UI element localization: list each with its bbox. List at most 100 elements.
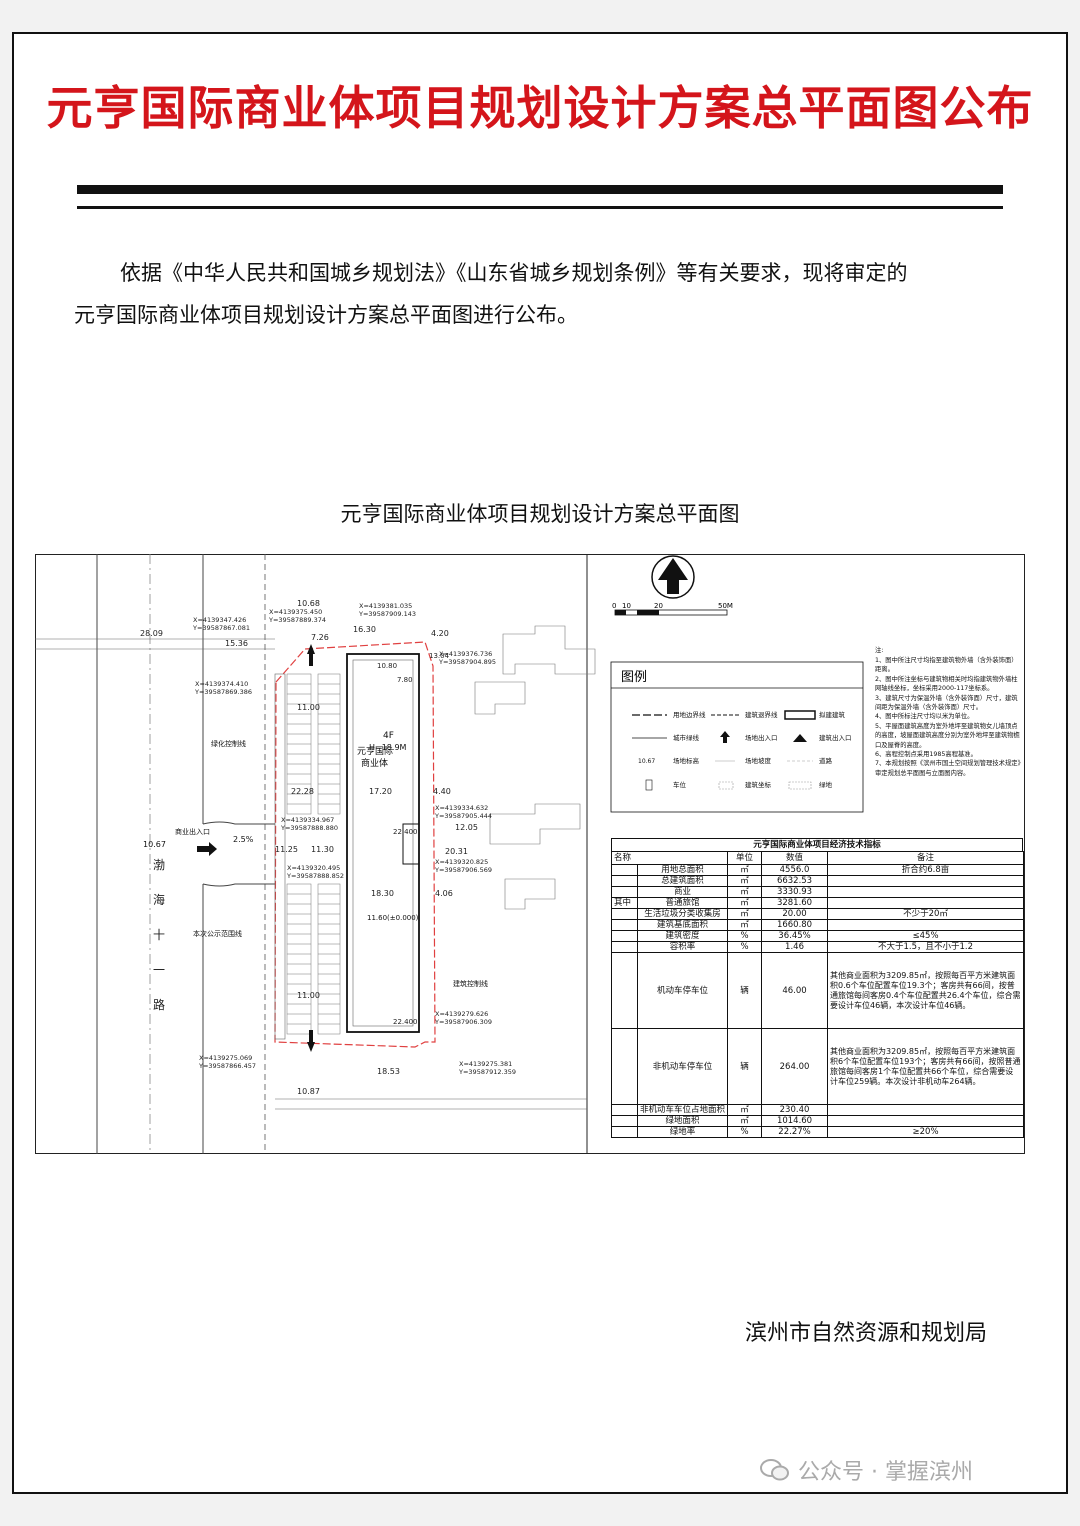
coord-18: Y=39587888.852 [286,872,344,880]
legend-item-5: 场地出入口 [745,733,778,742]
indicator-value: 22.27% [761,1126,829,1138]
legend-item-11: 建筑坐标 [745,780,772,789]
indicator-sub [611,886,638,898]
coord-19: X=4139279.626 [435,1010,488,1018]
level-mark: 10.67 [143,840,166,849]
coord-10: Y=39587869.386 [194,688,252,696]
legend: 图例 用地边界线 建筑退界线 拟建建筑 城市绿线 场地出入口 建筑出入口 10.… [610,661,864,813]
road-char-3: 十 [153,928,165,942]
indicator-name: 绿地率 [636,1126,729,1138]
indicator-value: 1.46 [761,941,829,953]
indicator-table-title: 元亨国际商业体项目经济技术指标 [611,838,1023,851]
indicator-note: 折合约6.8亩 [827,864,1025,876]
coord-6: Y=39587909.143 [358,610,416,618]
note-4: 4、图中所标注尺寸均以米为单位。 [875,713,974,721]
dim-13: 4.06 [435,889,453,898]
coord-5: X=4139381.035 [359,602,412,610]
indicator-unit: 辆 [727,1028,763,1105]
col-unit: 单位 [727,851,763,865]
scale-tick-0: 0 [612,602,616,610]
indicator-sub [611,1115,638,1127]
indicator-note: 不大于1.5，且不小于1.2 [827,941,1025,953]
dim-1: 28.09 [140,629,163,638]
indicator-note [827,875,1025,887]
note-5: 5、平屋面建筑高度为室外地坪至建筑物女儿墙顶点的高度，坡屋面建筑高度分别为室外地… [875,722,1020,749]
note-6: 6、高程控制点采用1985高程基准。 [875,751,977,759]
indicator-value: 4556.0 [761,864,829,876]
col-value: 数值 [761,851,829,865]
indicator-value: 6632.53 [761,875,829,887]
indicator-name: 机动车停车位 [636,952,729,1029]
indicator-value: 46.00 [761,952,829,1029]
indicator-note [827,1104,1025,1116]
coord-2: Y=39587867.081 [192,624,250,632]
legend-item-9: 道路 [819,756,833,765]
indicator-value: 3330.93 [761,886,829,898]
note-7: 7、本规划按照《滨州市国土空间规划管理技术规定》审定规划总平面图与立面图内容。 [875,760,1021,777]
indicator-unit: % [727,1126,763,1138]
indicator-value: 1014.60 [761,1115,829,1127]
dim-6: 7.26 [311,633,329,642]
legend-item-10: 车位 [673,780,687,789]
green-line-label: 绿化控制线 [211,739,246,748]
indicator-sub [611,908,638,920]
coord-12: Y=39587905.444 [434,812,492,820]
legend-level-sample: 10.67 [638,758,655,765]
indicator-value: 20.00 [761,908,829,920]
coord-7: X=4139376.736 [439,650,492,658]
indicator-unit: ㎡ [727,864,763,876]
indicator-name: 容积率 [636,941,729,953]
dim-5: 4.20 [431,629,449,638]
indicator-sub [611,1104,638,1116]
coord-21: X=4139275.069 [199,1054,252,1062]
dim-23: 13.04 [429,652,450,660]
coord-15: X=4139320.825 [435,858,488,866]
build-line-label: 建筑控制线 [453,979,488,988]
building-name-1: 元亨国际 [357,745,393,757]
indicator-name: 普通旅馆 [636,897,729,909]
dim-19: 18.53 [377,1067,400,1076]
coord-17: X=4139320.495 [287,864,340,872]
indicator-name: 总建筑面积 [636,875,729,887]
legend-item-7: 场地标高 [673,756,700,765]
dim-16: 11.00 [297,703,320,712]
title-divider-thick [77,185,1003,194]
indicator-row: 绿地率%22.27%≥20% [611,1126,1025,1138]
building-floors: 4F [383,731,394,741]
dimension-labels: 28.09 15.36 10.68 16.30 4.20 7.26 22.28 … [140,599,478,1096]
watermark: 公众号 · 掌握滨州 [760,1454,973,1486]
legend-item-3: 拟建建筑 [819,710,846,719]
coord-9: X=4139374.410 [195,680,248,688]
coord-20: Y=39587906.309 [434,1018,492,1026]
indicator-unit: % [727,930,763,942]
legend-item-4: 城市绿线 [673,733,700,742]
dim-7: 22.28 [291,787,314,796]
coordinate-labels: X=4139347.426 Y=39587867.081 X=4139375.4… [192,602,516,1076]
legend-item-1: 用地边界线 [673,710,706,719]
legend-item-12: 绿地 [819,780,833,789]
indicator-name: 非机动车停车位 [636,1028,729,1105]
indicator-note: ≥20% [827,1126,1025,1138]
indicator-sub [611,1126,638,1138]
dim-9: 4.40 [433,787,451,796]
dim-20: 22.400 [393,828,418,836]
land-boundary [274,641,436,1048]
drawing-notes: 注: 1、图中所注尺寸均指至建筑物外墙（含外装饰面）距离。 2、图中所注坐标与建… [875,645,1021,777]
dim-14: 11.25 [275,845,298,854]
legend-item-8: 场地坡度 [745,756,772,765]
scale-tick-10: 10 [622,602,631,610]
note-0: 注: [875,645,883,654]
proposed-building [346,653,420,1033]
indicator-sub: 其中 [611,897,638,909]
indicator-value: 3281.60 [761,897,829,909]
scale-bar: 0 10 20 50M [612,602,733,616]
note-1: 1、图中所注尺寸均指至建筑物外墙（含外装饰面）距离。 [875,657,1018,674]
indicator-row: 建筑密度%36.45%≤45% [611,930,1025,942]
indicator-note: 不少于20㎡ [827,908,1025,920]
road-char-2: 海 [153,892,165,907]
